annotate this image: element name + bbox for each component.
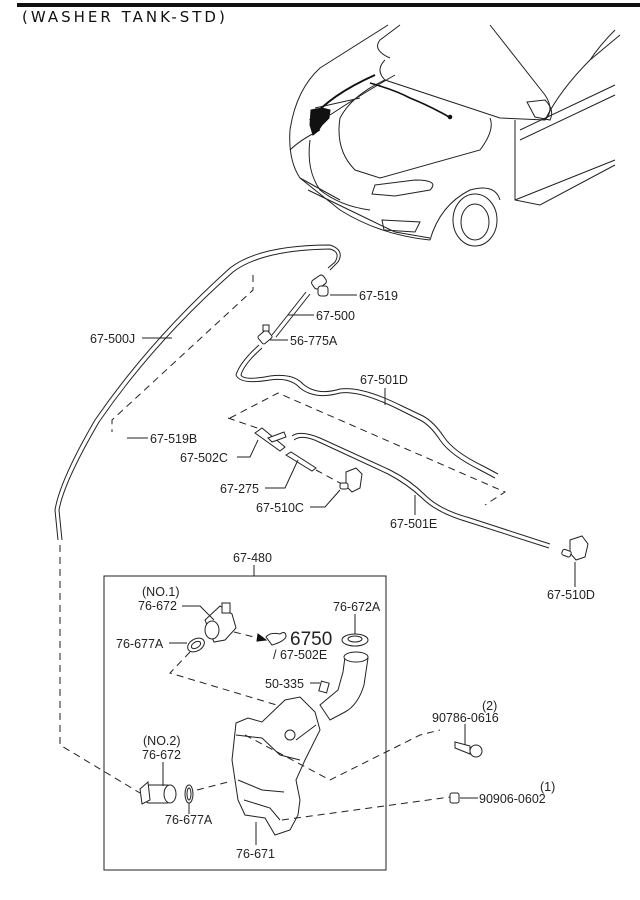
diagram-title: (WASHER TANK-STD) bbox=[22, 8, 228, 26]
label-pump1: 76-672 bbox=[138, 599, 177, 613]
filler-neck bbox=[319, 651, 369, 721]
dash-nozzle-c bbox=[227, 417, 264, 431]
leader-lines bbox=[127, 294, 576, 845]
label-67-519B: 67-519B bbox=[150, 432, 197, 446]
label-seal1: 76-677A bbox=[116, 637, 164, 651]
hose-67-500J[interactable] bbox=[54, 244, 341, 541]
label-67-502C: 67-502C bbox=[180, 451, 228, 465]
part-50-335[interactable] bbox=[318, 680, 330, 694]
arrow-head-icon bbox=[256, 633, 268, 642]
part-67-502C[interactable] bbox=[254, 427, 287, 452]
part-90906-0602[interactable] bbox=[449, 792, 460, 804]
part-76-677A-no1[interactable] bbox=[185, 635, 207, 654]
car-illustration bbox=[289, 24, 621, 247]
label-76-671: 76-671 bbox=[236, 847, 275, 861]
part-90786-0616[interactable] bbox=[454, 741, 483, 758]
connector-6750 bbox=[265, 632, 287, 646]
part-67-275[interactable] bbox=[285, 451, 317, 472]
nozzle-group-outline bbox=[229, 392, 507, 506]
label-90786-0616: 90786-0616 bbox=[432, 711, 499, 725]
label-pump2-qty: (NO.2) bbox=[143, 734, 181, 748]
part-76-672-no1[interactable] bbox=[204, 602, 237, 643]
label-67-275: 67-275 bbox=[220, 482, 259, 496]
dash-seal2-tank bbox=[196, 780, 233, 791]
dash-tank-screw bbox=[244, 729, 441, 781]
part-76-672-no2[interactable] bbox=[139, 780, 177, 805]
label-76-672A: 76-672A bbox=[333, 600, 381, 614]
label-67-501E: 67-501E bbox=[390, 517, 437, 531]
part-76-677A-no2[interactable] bbox=[184, 784, 194, 804]
dash-leader-519B bbox=[111, 275, 254, 432]
label-67-510D: 67-510D bbox=[547, 588, 595, 602]
group-box-67-480 bbox=[103, 575, 387, 871]
label-67-501D: 67-501D bbox=[360, 373, 408, 387]
dash-seal1-tank bbox=[169, 651, 311, 716]
arrow-pump-to-6750 bbox=[233, 631, 259, 639]
label-67-500J: 67-500J bbox=[90, 332, 135, 346]
label-90906-0602: 90906-0602 bbox=[479, 792, 546, 806]
label-56-775A: 56-775A bbox=[290, 334, 338, 348]
label-67-502E: / 67-502E bbox=[273, 648, 327, 662]
label-nut-qty: (1) bbox=[540, 780, 555, 794]
label-seal2: 76-677A bbox=[165, 813, 213, 827]
part-56-775A[interactable] bbox=[257, 324, 273, 345]
label-67-510C: 67-510C bbox=[256, 501, 304, 515]
label-67-480: 67-480 bbox=[233, 551, 272, 565]
header-rule bbox=[17, 3, 640, 7]
hose-67-501E[interactable] bbox=[291, 432, 551, 549]
part-67-510D[interactable] bbox=[561, 535, 589, 561]
label-67-519: 67-519 bbox=[359, 289, 398, 303]
part-76-671[interactable] bbox=[231, 696, 321, 836]
label-pump1-qty: (NO.1) bbox=[142, 585, 180, 599]
part-67-510C[interactable] bbox=[339, 467, 363, 493]
hose-67-501D[interactable] bbox=[235, 344, 499, 479]
label-pump2: 76-672 bbox=[142, 748, 181, 762]
part-76-672A[interactable] bbox=[341, 633, 369, 647]
part-67-519[interactable] bbox=[310, 274, 329, 297]
dash-275-510C bbox=[315, 469, 343, 485]
dash-500J-pump2 bbox=[59, 545, 141, 794]
label-67-500: 67-500 bbox=[316, 309, 355, 323]
label-screw-qty: (2) bbox=[482, 699, 497, 713]
label-6750: 6750 bbox=[290, 629, 332, 650]
dash-tank-nut bbox=[281, 796, 451, 821]
label-50-335: 50-335 bbox=[265, 677, 304, 691]
